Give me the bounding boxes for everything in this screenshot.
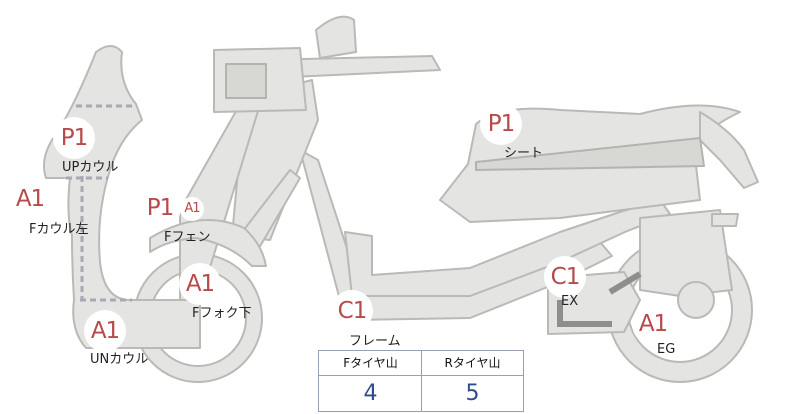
f-fender-label: Fフェン: [164, 230, 211, 245]
up-cowl-grade-badge: P1: [53, 117, 95, 159]
exhaust-grade-badge: C1: [544, 256, 586, 298]
frame-label: フレーム: [349, 334, 401, 349]
front-tire-tread-header: Fタイヤ山: [319, 351, 422, 376]
rear-tire-tread-value: 5: [465, 381, 480, 406]
frame-grade-badge: C1: [331, 290, 373, 332]
f-cowl-left-label: Fカウル左: [29, 222, 89, 237]
un-cowl-label: UNカウル: [90, 352, 149, 367]
seat-label: シート: [504, 146, 544, 161]
f-fork-lower-grade-badge: A1: [179, 263, 221, 305]
engine-label: EG: [657, 342, 676, 357]
engine-grade-badge: A1: [632, 303, 674, 345]
table-divider: [421, 351, 422, 411]
un-cowl-grade-badge: A1: [84, 310, 126, 352]
f-fender-grade-badge: P1: [139, 187, 181, 229]
f-fender-subgrade-badge: A1: [180, 197, 204, 221]
exhaust-label: EX: [561, 294, 579, 309]
front-fender-shape: [149, 219, 267, 267]
seat-grade-badge: P1: [480, 103, 522, 145]
tire-tread-table: Fタイヤ山 Rタイヤ山 4 5: [318, 350, 524, 412]
rear-tire-tread-header: Rタイヤ山: [422, 351, 523, 376]
front-tire-tread-value: 4: [363, 381, 378, 406]
up-cowl-label: UPカウル: [62, 160, 119, 175]
f-cowl-left-grade-badge: A1: [9, 178, 51, 220]
f-fork-lower-label: Fフォク下: [192, 306, 252, 321]
